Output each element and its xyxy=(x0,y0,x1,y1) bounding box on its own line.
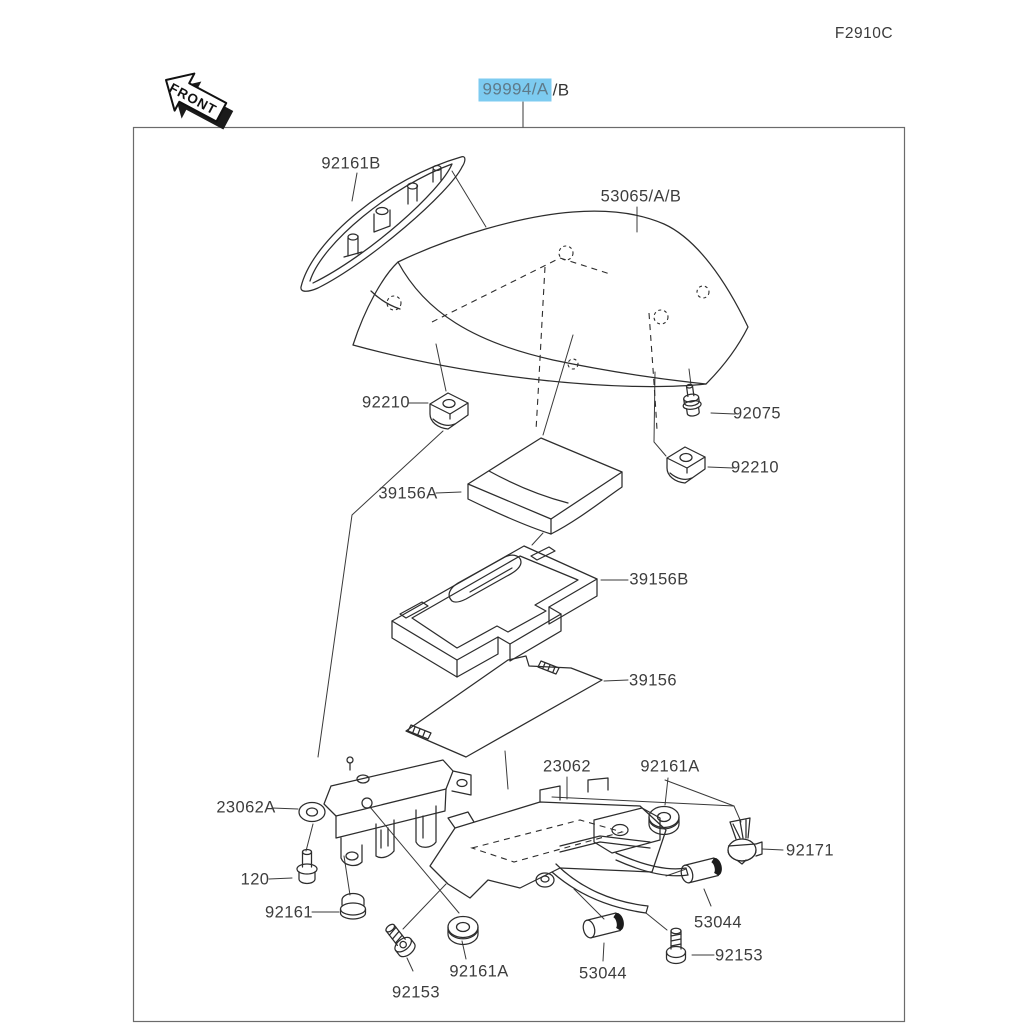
assembly-number-suffix: /B xyxy=(552,80,570,99)
drawing-pad-39156A xyxy=(467,437,623,535)
drawing-damper-120 xyxy=(296,848,318,885)
callout-39156A[interactable]: 39156A xyxy=(378,484,438,503)
drawing-grommet-92161A-bottom xyxy=(447,915,479,946)
callout-92171[interactable]: 92171 xyxy=(786,841,834,860)
drawing-tray-39156B xyxy=(391,545,598,678)
callout-53044-right[interactable]: 53044 xyxy=(694,913,742,932)
drawing-screw-92153-right xyxy=(665,927,687,965)
drawing-undercover-92161B xyxy=(300,155,466,292)
callout-92210-right[interactable]: 92210 xyxy=(731,458,779,477)
callout-23062A[interactable]: 23062A xyxy=(216,798,276,817)
callout-53044-bottom[interactable]: 53044 xyxy=(579,964,627,983)
leader-lines xyxy=(268,101,784,972)
drawing-clamp-92171 xyxy=(727,817,763,865)
drawing-sheet-39156 xyxy=(405,655,603,758)
drawing-plate-23062 xyxy=(429,777,689,914)
callout-92075[interactable]: 92075 xyxy=(733,404,781,423)
drawing-bracket-23062A xyxy=(298,756,472,867)
callout-92153-right[interactable]: 92153 xyxy=(715,946,763,965)
drawing-screw-92153-left xyxy=(380,919,419,961)
callout-92161A-top[interactable]: 92161A xyxy=(640,757,700,776)
callout-92153-left[interactable]: 92153 xyxy=(392,983,440,1002)
drawing-screw-92075 xyxy=(682,383,702,417)
drawing-seat-cowl-53065 xyxy=(352,210,749,431)
callout-92161[interactable]: 92161 xyxy=(265,903,313,922)
drawing-collar-53044-bottom xyxy=(580,911,627,940)
callout-92210-left[interactable]: 92210 xyxy=(362,393,410,412)
drawing-clip-92210-left xyxy=(429,392,469,430)
callout-39156[interactable]: 39156 xyxy=(629,671,677,690)
callout-39156B[interactable]: 39156B xyxy=(629,570,689,589)
assembly-number-label[interactable]: 99994/A/B xyxy=(478,78,570,102)
diagram-frame xyxy=(132,126,906,1023)
callout-53065[interactable]: 53065/A/B xyxy=(600,187,682,206)
callout-92161B[interactable]: 92161B xyxy=(321,154,381,173)
callout-120[interactable]: 120 xyxy=(240,870,270,889)
document-code: F2910C xyxy=(834,25,894,42)
callout-92161A-bottom[interactable]: 92161A xyxy=(449,962,509,981)
assembly-number-highlighted[interactable]: 99994/A xyxy=(478,78,552,102)
drawing-grommet-92161 xyxy=(339,892,367,920)
drawing-clip-92210-right xyxy=(666,446,706,484)
callout-23062[interactable]: 23062 xyxy=(543,757,591,776)
drawing-grommet-92161A-top xyxy=(648,805,680,836)
